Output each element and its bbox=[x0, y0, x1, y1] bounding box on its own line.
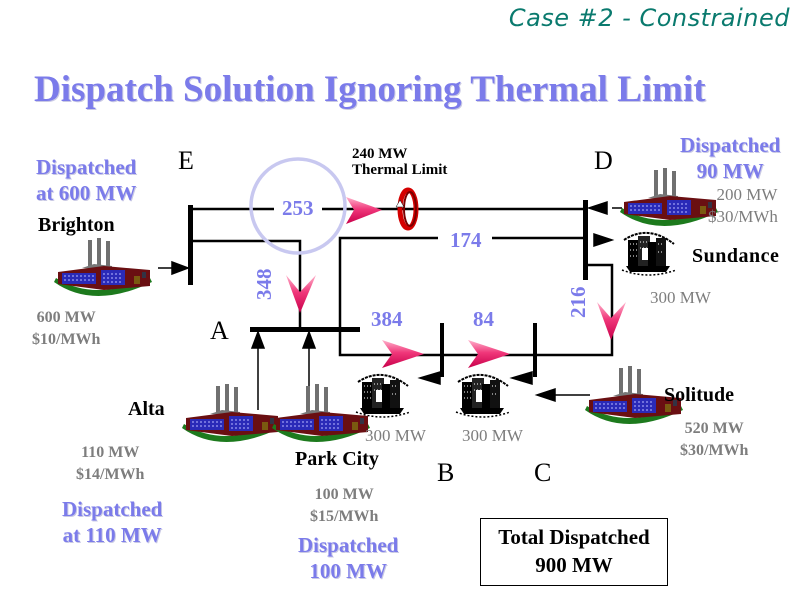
brighton-dispatch-line1: Dispatched bbox=[36, 155, 137, 179]
flow-arrow-e-d bbox=[346, 197, 382, 224]
sundance-load-icon bbox=[621, 231, 677, 276]
solitude-specs: 520 MW $30/MWh bbox=[680, 418, 748, 462]
sundance-load-value: 300 MW bbox=[650, 288, 711, 307]
bus-c-load-arrowhead bbox=[509, 370, 533, 386]
bus-c-load-icon bbox=[455, 373, 511, 418]
solitude-price: $30/MWh bbox=[680, 442, 749, 459]
brighton-name: Brighton bbox=[38, 214, 115, 236]
parkcity-injection-arrowhead bbox=[301, 329, 317, 349]
brighton-dispatch-line2: at 600 MW bbox=[36, 181, 137, 205]
parkcity-dispatch-line1: Dispatched bbox=[298, 533, 399, 557]
flow-e-d-value: 253 bbox=[280, 196, 316, 221]
total-dispatched-box: Total Dispatched 900 MW bbox=[480, 518, 668, 586]
flow-arrow-a-b bbox=[382, 340, 424, 368]
bus-b-bar bbox=[440, 323, 444, 377]
thermal-limit-icon bbox=[395, 187, 419, 231]
solitude-injection-arrowhead bbox=[534, 387, 556, 403]
alta-name: Alta bbox=[128, 398, 165, 420]
alta-dispatch-line2: at 110 MW bbox=[62, 523, 162, 547]
line-a-d-left bbox=[338, 236, 438, 329]
flow-arrow-d-c bbox=[597, 302, 626, 340]
sundance-dispatch-line2: 90 MW bbox=[696, 159, 764, 183]
brighton-capacity: 600 MW bbox=[36, 309, 96, 326]
bus-e-label: E bbox=[178, 146, 194, 175]
brighton-price: $10/MWh bbox=[32, 331, 101, 348]
page-title: Dispatch Solution Ignoring Thermal Limit bbox=[34, 69, 706, 110]
thermal-limit-text: Thermal Limit bbox=[352, 162, 448, 178]
solitude-name: Solitude bbox=[664, 384, 735, 406]
parkcity-capacity: 100 MW bbox=[314, 486, 374, 503]
bus-a-label: A bbox=[210, 316, 229, 345]
case-label: Case #2 - Constrained bbox=[508, 4, 790, 32]
congestion-highlight-circle bbox=[249, 157, 347, 255]
bus-c-label: C bbox=[534, 458, 552, 487]
flow-d-c-value: 216 bbox=[566, 286, 590, 319]
line-e-a bbox=[190, 239, 302, 329]
alta-capacity: 110 MW bbox=[81, 444, 140, 461]
sundance-dispatch-line1: Dispatched bbox=[680, 133, 781, 157]
line-a-b-c-d bbox=[338, 263, 614, 357]
parkcity-specs: 100 MW $15/MWh bbox=[310, 484, 378, 528]
sundance-dispatch-status: Dispatched 90 MW bbox=[680, 132, 780, 184]
flow-b-c-value: 84 bbox=[473, 307, 494, 331]
thermal-limit-label: 240 MW Thermal Limit bbox=[352, 146, 447, 178]
flow-arrow-e-a bbox=[286, 275, 316, 313]
bus-d-label: D bbox=[594, 146, 613, 175]
sundance-capacity: 200 MW bbox=[716, 185, 778, 204]
parkcity-name: Park City bbox=[295, 448, 379, 470]
parkcity-price: $15/MWh bbox=[310, 508, 379, 525]
alta-plant-icon bbox=[181, 383, 281, 443]
bus-b-load-arrowhead bbox=[417, 370, 441, 386]
brighton-specs: 600 MW $10/MWh bbox=[32, 307, 100, 351]
thermal-limit-value: 240 MW bbox=[352, 146, 408, 162]
sundance-price: $30/MWh bbox=[708, 207, 778, 226]
flow-arrow-b-c bbox=[468, 340, 510, 368]
total-dispatched-value: 900 MW bbox=[535, 553, 613, 577]
bus-a-bar bbox=[250, 327, 360, 332]
alta-specs: 110 MW $14/MWh bbox=[76, 442, 144, 486]
sundance-gen-specs: 200 MW $30/MWh bbox=[708, 184, 778, 228]
alta-price: $14/MWh bbox=[76, 466, 145, 483]
flow-e-a-value: 348 bbox=[252, 268, 276, 301]
flow-a-b-value: 384 bbox=[371, 307, 403, 331]
sundance-gen-injection-arrowhead bbox=[586, 200, 608, 216]
parkcity-plant-icon bbox=[271, 383, 371, 443]
brighton-injection-arrowhead bbox=[171, 260, 191, 276]
brighton-dispatch-status: Dispatched at 600 MW bbox=[36, 154, 136, 206]
bus-d-bar bbox=[583, 200, 588, 280]
bus-b-load-value: 300 MW bbox=[365, 426, 426, 445]
parkcity-dispatch-status: Dispatched 100 MW bbox=[298, 532, 398, 584]
alta-dispatch-status: Dispatched at 110 MW bbox=[62, 496, 162, 548]
total-dispatched-label: Total Dispatched bbox=[498, 525, 650, 549]
sundance-load-arrowhead bbox=[593, 232, 615, 248]
bus-c-bar bbox=[533, 323, 537, 377]
parkcity-dispatch-line2: 100 MW bbox=[309, 559, 387, 583]
flow-e-d-lower-value: 174 bbox=[446, 228, 486, 253]
solitude-capacity: 520 MW bbox=[684, 420, 744, 437]
alta-injection-arrowhead bbox=[250, 329, 266, 349]
bus-c-load-value: 300 MW bbox=[462, 426, 523, 445]
brighton-plant-icon bbox=[53, 237, 153, 297]
bus-e-bar bbox=[188, 205, 193, 285]
bus-b-load-icon bbox=[355, 373, 411, 418]
alta-dispatch-line1: Dispatched bbox=[62, 497, 163, 521]
bus-b-label: B bbox=[437, 458, 455, 487]
sundance-name: Sundance bbox=[692, 245, 780, 267]
